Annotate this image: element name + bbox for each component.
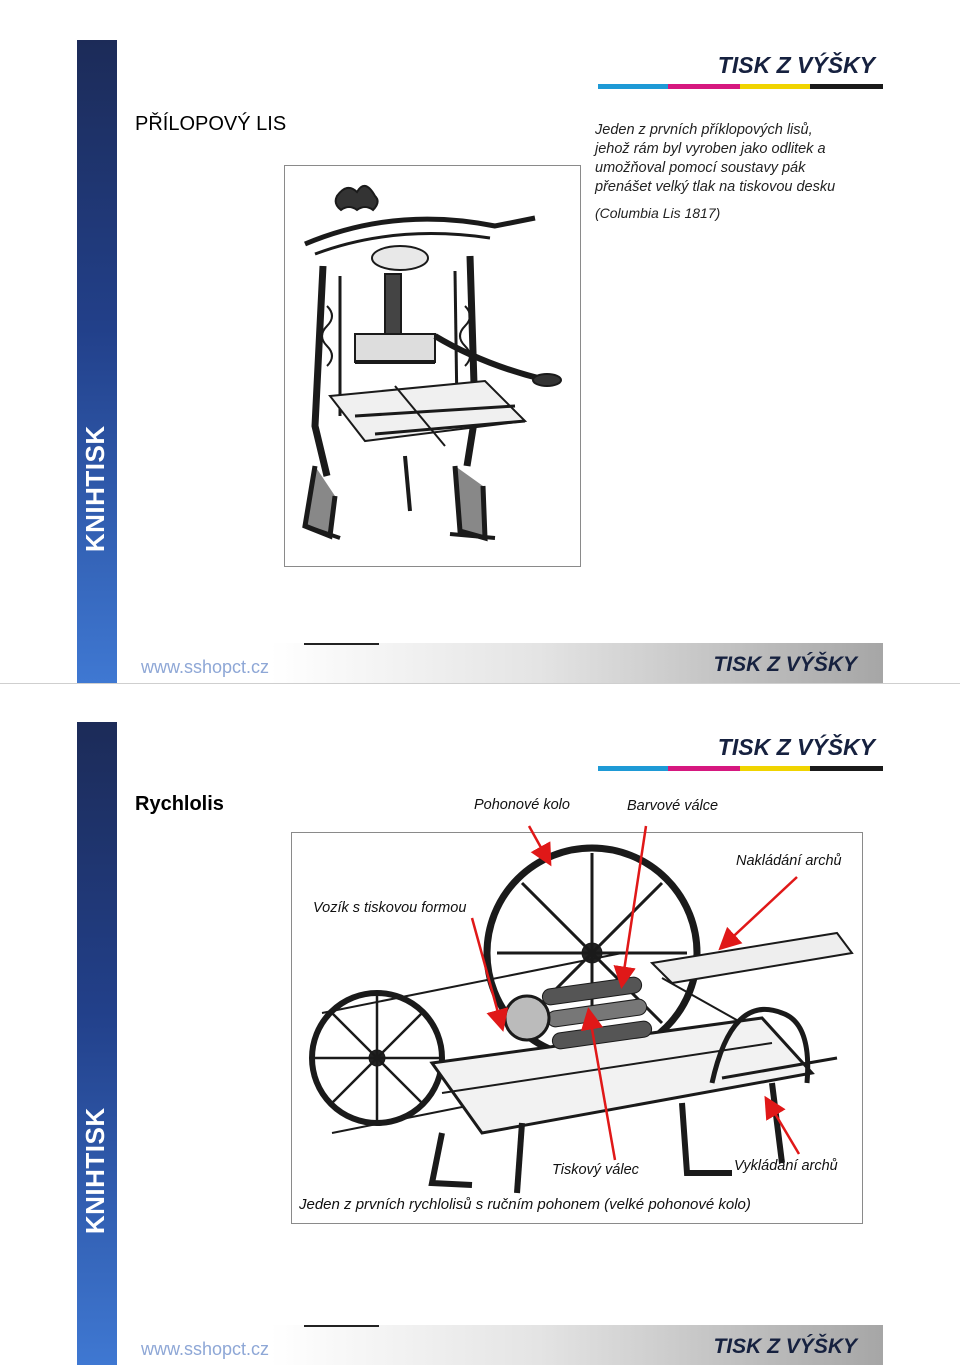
sidebar-label: KNIHTISK — [80, 1107, 110, 1235]
header-title: TISK Z VÝŠKY — [717, 52, 875, 78]
footer-title: TISK Z VÝŠKY — [713, 653, 857, 676]
description-line: jehož rám byl vyroben jako odlitek a — [595, 141, 826, 157]
footer-url[interactable]: www.sshopct.cz — [141, 657, 270, 677]
footer-rule — [304, 643, 379, 645]
label-ink-rollers: Barvové válce — [627, 798, 719, 814]
footer-bar — [117, 643, 883, 683]
label-drive-wheel: Pohonové kolo — [474, 797, 570, 813]
footer-title: TISK Z VÝŠKY — [713, 1335, 857, 1358]
label-sheet-feed: Nakládání archů — [736, 853, 842, 869]
footer-bar — [117, 1325, 883, 1365]
slide-heading: Rychlolis — [135, 793, 224, 815]
image-caption: (Columbia Lis 1817) — [595, 205, 721, 221]
description-line: umožňoval pomocí soustavy pák — [595, 160, 806, 176]
color-bar — [598, 766, 883, 771]
press-drawing — [302, 185, 562, 542]
slide-columbia-press: KNIHTISK TISK Z VÝŠKY PŘÍLOPOVÝ LIS Jede… — [77, 40, 883, 683]
sidebar: KNIHTISK — [77, 40, 117, 683]
footer-url[interactable]: www.sshopct.cz — [141, 1339, 270, 1359]
label-carriage: Vozík s tiskovou formou — [313, 900, 467, 916]
footer-rule — [304, 1325, 379, 1327]
description: Jeden z prvních příklopových lisů, jehož… — [595, 121, 875, 223]
slide-fast-press: KNIHTISK TISK Z VÝŠKY Rychlolis — [77, 722, 883, 1365]
fast-press-drawing — [309, 844, 854, 1194]
color-bar — [598, 84, 883, 89]
columbia-press-illustration — [284, 165, 581, 567]
description-line: Jeden z prvních příklopových lisů, — [595, 122, 813, 138]
label-sheet-delivery: Vykládání archů — [734, 1158, 838, 1174]
slide-heading: PŘÍLOPOVÝ LIS — [135, 113, 287, 135]
page-divider — [0, 683, 960, 684]
image-caption: Jeden z prvních rychlolisů s ručním poho… — [299, 1196, 751, 1213]
header-title: TISK Z VÝŠKY — [717, 734, 875, 760]
label-impression-cylinder: Tiskový válec — [552, 1162, 639, 1178]
sidebar-label: KNIHTISK — [80, 425, 110, 553]
description-line: přenášet velký tlak na tiskovou desku — [595, 179, 836, 195]
sidebar: KNIHTISK — [77, 722, 117, 1365]
